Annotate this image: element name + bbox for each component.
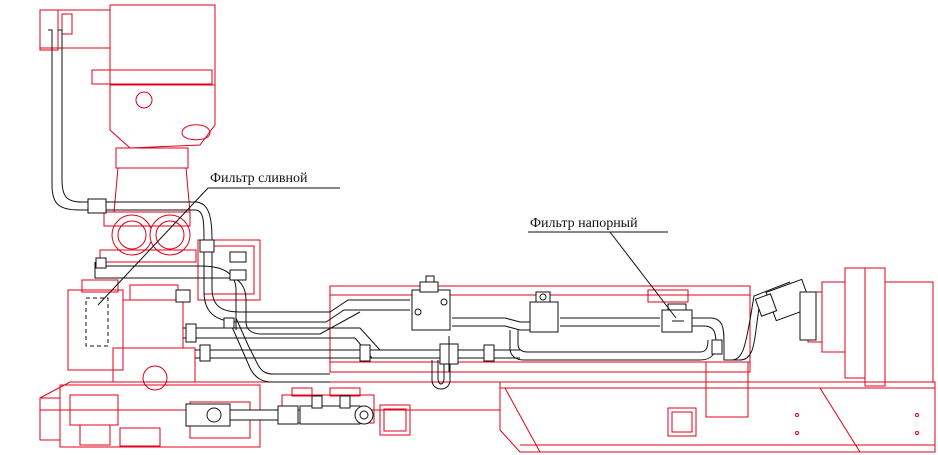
drain-filter-body: [85, 297, 109, 347]
hydraulic-components: [85, 239, 817, 427]
leader-lines: [97, 187, 677, 319]
drain-filter-label: Фильтр сливной: [210, 171, 308, 186]
pressure-filter-label: Фильтр напорный: [530, 216, 638, 231]
machine-frame: [39, 4, 936, 453]
